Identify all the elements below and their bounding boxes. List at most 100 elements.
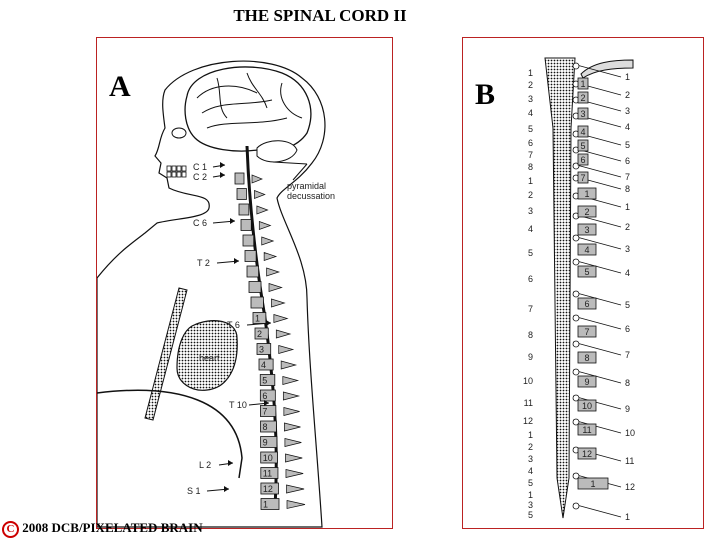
segment-diagram: 1234567812345678910111212345135123456781… xyxy=(523,57,635,522)
segment-number-left: 5 xyxy=(528,478,533,488)
arrow-head xyxy=(220,162,225,168)
root-ganglion xyxy=(572,340,580,348)
vertebra-number: 5 xyxy=(262,376,267,386)
segment-number-left: 8 xyxy=(528,162,533,172)
root-ganglion xyxy=(572,162,580,170)
segment-number-right: 8 xyxy=(625,184,630,194)
arrow-head xyxy=(228,460,233,466)
vertebra xyxy=(236,188,247,200)
vertebra-box xyxy=(577,243,597,256)
spinal-cord xyxy=(544,57,576,519)
vertebra xyxy=(250,296,264,309)
segment-number-right: 6 xyxy=(625,156,630,166)
segment-number-right: 2 xyxy=(625,222,630,232)
nerve-root xyxy=(572,291,622,306)
vertebra-box-number: 2 xyxy=(580,93,585,103)
vertebra-box-number: 10 xyxy=(582,401,592,411)
spinous-process xyxy=(263,252,278,261)
vertebra-box xyxy=(577,205,597,218)
vertebra-level-label: L 2 xyxy=(199,460,211,470)
eye-socket xyxy=(171,127,187,139)
panel-b-letter: B xyxy=(475,78,496,111)
vertebra-box xyxy=(577,153,589,166)
vertebra xyxy=(259,374,276,386)
segment-number-right: 5 xyxy=(625,300,630,310)
body-outline xyxy=(97,60,326,528)
segment-number-right: 3 xyxy=(625,106,630,116)
root-ganglion xyxy=(572,418,580,426)
segment-number-left: 4 xyxy=(528,224,533,234)
vertebra-box xyxy=(577,223,597,236)
brain-fold xyxy=(196,85,258,99)
vertebra xyxy=(234,172,245,185)
vertebra xyxy=(248,281,262,293)
nerve-root xyxy=(572,503,622,518)
vertebra xyxy=(260,498,280,510)
tooth xyxy=(181,165,187,172)
brain xyxy=(184,66,312,152)
vertebra xyxy=(244,250,257,262)
vertebra-box-number: 5 xyxy=(584,267,589,277)
nerve-root xyxy=(572,341,622,356)
vertebra xyxy=(242,234,255,247)
segment-number-right: 1 xyxy=(625,72,630,82)
vertebra xyxy=(259,389,276,402)
vertebra xyxy=(260,436,278,448)
segment-number-left: 1 xyxy=(528,68,533,78)
segment-number-left: 5 xyxy=(528,248,533,258)
copyright-text: 2008 DCB/PIXELATED BRAIN xyxy=(22,520,203,535)
root-ganglion xyxy=(572,502,580,510)
nerve-root xyxy=(572,163,622,178)
heart-label: heart xyxy=(199,353,220,363)
segment-number-left: 7 xyxy=(528,150,533,160)
nerve-root xyxy=(572,235,622,250)
vertebra-number: 6 xyxy=(262,391,267,401)
vertebra-box xyxy=(577,265,597,278)
segment-number-right: 6 xyxy=(625,324,630,334)
segment-number-right: 1 xyxy=(625,512,630,522)
spinous-process xyxy=(283,407,300,416)
segment-number-left: 5 xyxy=(528,124,533,134)
vertebra-box xyxy=(577,77,589,90)
spinous-process xyxy=(251,174,263,184)
nerve-root xyxy=(572,259,622,274)
segment-number-left: 2 xyxy=(528,190,533,200)
segment-number-left: 6 xyxy=(528,274,533,284)
vertebra-box-number: 3 xyxy=(580,109,585,119)
vertebra-box xyxy=(577,477,609,490)
vertebra-level-label: C 6 xyxy=(193,218,207,228)
vertebra xyxy=(256,343,272,355)
segment-number-left: 3 xyxy=(528,454,533,464)
arrow-head xyxy=(266,320,271,326)
vertebra-box-number: 1 xyxy=(584,189,589,199)
root-ganglion xyxy=(572,62,580,70)
vertebra-box xyxy=(577,125,589,138)
nerve-root xyxy=(572,369,622,384)
vertebra-number: 1 xyxy=(255,314,260,324)
heart xyxy=(176,320,238,391)
vertebra-box xyxy=(577,399,597,412)
vertebra-level-label: S 1 xyxy=(187,486,201,496)
spinous-process xyxy=(254,189,266,200)
arrow-head xyxy=(224,486,229,492)
spinous-process xyxy=(280,360,298,370)
tooth xyxy=(181,171,187,178)
segment-number-right: 11 xyxy=(625,456,634,466)
spinous-process xyxy=(282,376,300,385)
root-ganglion xyxy=(572,234,580,242)
segment-number-right: 4 xyxy=(625,268,630,278)
vertebra-box-number: 4 xyxy=(580,127,585,137)
segment-number-right: 7 xyxy=(625,172,630,182)
arrow-head xyxy=(264,400,269,406)
vertebra-number: 4 xyxy=(261,360,266,370)
vertebra-box-number: 8 xyxy=(584,353,589,363)
brain-fold xyxy=(216,77,228,119)
spinous-process xyxy=(266,267,280,277)
segment-number-left: 1 xyxy=(528,490,533,500)
vertebra-box-number: 9 xyxy=(584,377,589,387)
vertebra-number: 1 xyxy=(263,500,268,510)
sternum xyxy=(144,287,188,421)
segment-number-right: 4 xyxy=(625,122,630,132)
